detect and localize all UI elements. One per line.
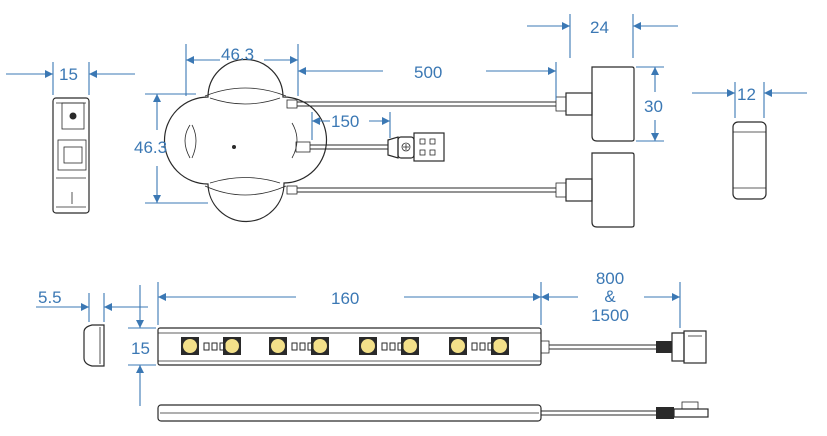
led-chips (181, 337, 509, 355)
resistor-pad (291, 342, 298, 351)
usb-plug (387, 132, 445, 162)
led-emitter (403, 339, 417, 353)
hub-height-dimension: 46.3 (134, 93, 208, 204)
strip-side-width-dimension: 5.5 (36, 288, 148, 322)
led-emitter (361, 339, 375, 353)
strip-cable-length-dimension: 800 & 1500 (541, 269, 681, 328)
strip-height-dimension: 15 (128, 285, 156, 406)
connector-end-width-label: 12 (737, 85, 756, 104)
strip-end-profile (83, 324, 105, 367)
t-connector-bottom (555, 152, 635, 228)
connector-height-label: 30 (644, 97, 663, 116)
cable-length-dimension: 500 (298, 62, 557, 100)
resistor-pad (397, 342, 404, 351)
t-connector-top (555, 66, 635, 142)
resistor-pad (487, 342, 494, 351)
led-emitter (313, 339, 327, 353)
led-emitter (225, 339, 239, 353)
resistor-pad (211, 342, 218, 351)
strip-length-label: 160 (331, 289, 359, 308)
resistor-pad (203, 342, 210, 351)
led-emitter (451, 339, 465, 353)
hub-side-width-dimension: 15 (6, 62, 135, 95)
usb-cable-length-dimension: 150 (311, 112, 391, 140)
strip-cable-length-line3: 1500 (591, 306, 629, 325)
led-strip-front (157, 327, 542, 366)
led-strip-bottom-view (157, 401, 709, 422)
led-emitter (493, 339, 507, 353)
cable-length-label: 500 (414, 63, 442, 82)
connector-height-dimension: 30 (636, 66, 664, 142)
hub-side-view (52, 97, 90, 214)
hub-height-label: 46.3 (134, 138, 167, 157)
hub-side-width-label: 15 (59, 65, 78, 84)
resistor-pad (299, 342, 306, 351)
resistor-pad (381, 342, 388, 351)
strip-cable-length-line2: & (604, 287, 616, 306)
hub-top-view (163, 58, 328, 223)
resistor-pad (479, 342, 486, 351)
resistor-pad (389, 342, 396, 351)
resistor-pad (471, 342, 478, 351)
strip-length-dimension: 160 (157, 282, 542, 325)
hub-width-label: 46.3 (221, 45, 254, 64)
hub-cables (297, 101, 556, 193)
usb-cable-length-label: 150 (331, 112, 359, 131)
connector-width-label: 24 (590, 18, 609, 37)
led-emitter (271, 339, 285, 353)
strip-cable-length-line1: 800 (596, 269, 624, 288)
resistor-pad (219, 342, 226, 351)
connector-width-dimension: 24 (527, 14, 678, 58)
resistor-pad (307, 342, 314, 351)
led-emitter (183, 339, 197, 353)
connector-end-width-dimension: 12 (692, 82, 807, 118)
strip-height-label: 15 (131, 339, 150, 358)
strip-side-width-label: 5.5 (38, 288, 62, 307)
connector-end-view (732, 121, 767, 200)
strip-cable (540, 330, 707, 364)
